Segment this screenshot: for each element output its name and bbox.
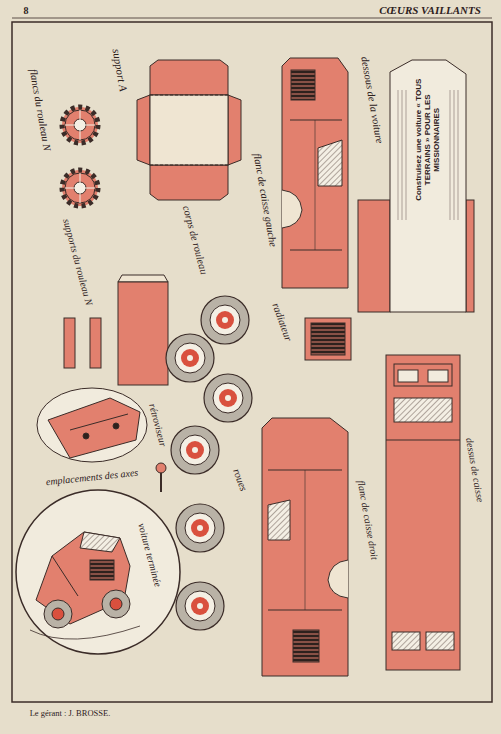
drawing-stroke [62, 107, 98, 143]
page-frame [12, 22, 492, 702]
roller-body [118, 275, 168, 385]
drawing-stroke [150, 95, 228, 165]
drawing-stroke [70, 414, 128, 430]
drawing-stroke [201, 296, 249, 344]
part-label: rétroviseur [147, 402, 169, 447]
drawing-stroke [118, 282, 168, 385]
part-label: radiateur [270, 301, 294, 342]
drawing-stroke [394, 364, 452, 386]
drawing-stroke [150, 95, 228, 96]
drawing-stroke [390, 60, 466, 312]
instruction-heading: Construisez une voiture « TOUS TERRAINS … [414, 69, 442, 211]
drawing-stroke [80, 532, 120, 552]
drawing-stroke [466, 200, 474, 312]
drawing-stroke [137, 95, 150, 165]
drawing-stroke [428, 370, 448, 382]
drawing-stroke [176, 582, 224, 630]
drawing-stroke [290, 120, 342, 121]
drawing-stroke [392, 632, 420, 650]
drawing-stroke [166, 334, 214, 382]
part-label: dessus de caisse [464, 437, 486, 503]
drawing-stroke [268, 500, 290, 540]
finished-car-inset [16, 490, 180, 654]
part-label: support A [110, 48, 129, 92]
mirror-piece [156, 463, 166, 492]
page-footer: Le gérant : J. BROSSE. [30, 709, 111, 718]
drawing-stroke [118, 275, 168, 282]
drawing-stroke [305, 470, 306, 610]
drawing-stroke [402, 90, 403, 220]
part-label: corps de rouleau [180, 204, 209, 275]
drawing-stroke [305, 318, 351, 360]
part-label: supports du rouleau N [61, 217, 95, 306]
drawing-stroke [458, 90, 459, 220]
drawing-stroke [398, 370, 418, 382]
left-flank [282, 58, 348, 288]
drawing-stroke [394, 398, 452, 422]
header-rule [12, 18, 492, 19]
drawing-stroke [318, 140, 342, 186]
drawing-stroke [398, 90, 399, 220]
drawing-stroke [160, 472, 162, 492]
top-piece [386, 355, 460, 670]
drawing-stroke [90, 318, 101, 368]
drawing-stroke [90, 560, 114, 580]
drawing-stroke [454, 90, 455, 220]
drawing-stroke [176, 504, 224, 552]
drawing-stroke [83, 433, 89, 439]
instruction-panel: Construisez une voiture « TOUS TERRAINS … [412, 65, 444, 215]
part-label: flanc de caisse gauche [251, 152, 279, 247]
roller-flank [62, 107, 98, 206]
page-header: 8 [24, 5, 29, 16]
drawing-stroke [228, 95, 241, 165]
drawing-stroke [37, 388, 147, 462]
drawing-stroke [44, 600, 72, 628]
drawing-stroke [102, 590, 130, 618]
drawing-stroke [16, 490, 180, 654]
support-a-net [137, 60, 241, 200]
drawing-stroke [406, 90, 407, 220]
drawing-stroke [62, 170, 98, 206]
part-label: roues [231, 467, 250, 493]
page-header: CŒURS VAILLANTS [379, 4, 481, 16]
drawing-stroke [262, 418, 348, 676]
part-label: emplacements des axes [45, 467, 138, 488]
drawing-stroke [171, 426, 219, 474]
drawing-stroke [282, 58, 348, 288]
part-label: dessous de la voiture [359, 56, 386, 145]
drawing-stroke [150, 165, 228, 166]
drawing-stroke [150, 165, 228, 200]
drawing-stroke [426, 632, 454, 650]
drawing-stroke [386, 355, 460, 670]
drawing-stroke [52, 608, 64, 620]
radiator-piece [305, 318, 351, 360]
drawing-stroke [386, 440, 460, 441]
axle-inset [37, 388, 147, 462]
drawing-stroke [450, 90, 451, 220]
part-label: flancs du rouleau N [27, 68, 53, 151]
drawing-stroke [150, 60, 228, 95]
drawing-stroke [110, 598, 122, 610]
drawing-stroke [311, 323, 345, 355]
drawing-stroke [290, 250, 342, 251]
right-flank [262, 418, 348, 676]
part-label: flanc de caisse droit [356, 479, 381, 560]
drawing-stroke [52, 556, 78, 596]
drawing-stroke [315, 120, 316, 250]
drawing-stroke [30, 626, 140, 639]
drawing-stroke [64, 318, 75, 368]
drawing-stroke [291, 70, 315, 100]
drawing-stroke [328, 560, 348, 598]
drawing-stroke [358, 200, 390, 312]
drawing-stroke [48, 398, 140, 458]
drawing-stroke [113, 423, 119, 429]
drawing-stroke [156, 463, 166, 473]
drawing-stroke [282, 190, 302, 228]
roller-supports [64, 318, 101, 368]
drawing-stroke [293, 630, 319, 662]
drawing-stroke [204, 374, 252, 422]
